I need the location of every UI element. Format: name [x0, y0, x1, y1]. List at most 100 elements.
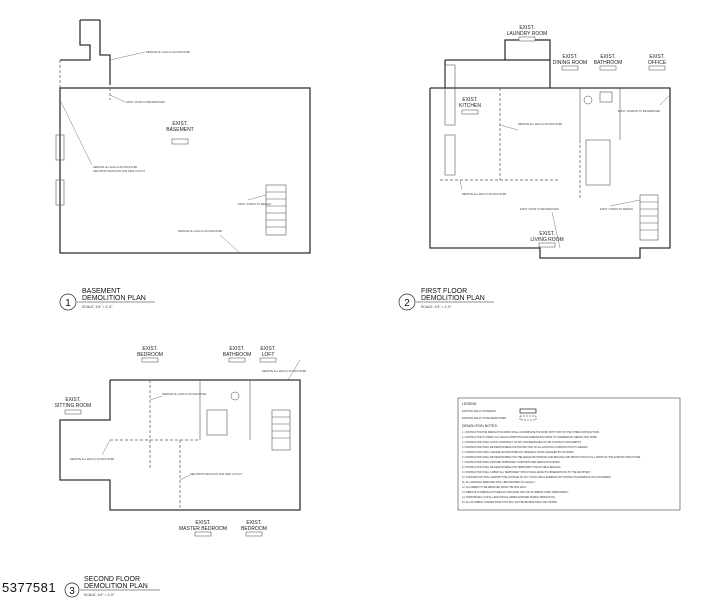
room-name-loft-line1: EXIST. — [260, 346, 275, 352]
note-stairs: EXIST. STAIRS TO REMAIN — [600, 207, 633, 211]
legend-demolished-label: EXISTING WALLS TO BE DEMOLISHED — [462, 417, 506, 420]
demolition-note-item: 2. CONTRACTOR TO VERIFY ALL FIELD CONDIT… — [462, 436, 598, 439]
second-floor-plan: EXIST. BEDROOM EXIST. BATHROOM EXIST. LO… — [55, 346, 306, 598]
note-remove-walls-3: REMOVE ALL WALLS AS INDICATED — [262, 369, 306, 373]
room-name-bathroom-2-line2: BATHROOM — [223, 352, 252, 358]
note-remove-walls: REMOVE ALL WALLS AS INDICATED — [518, 122, 562, 126]
note-exist-window: EXIST. WINDOW TO BE REMOVED — [618, 109, 660, 113]
note-stairs: EXIST. STAIRS TO REMAIN — [238, 202, 271, 206]
room-name-bedroom-2-line1: EXIST. — [246, 520, 261, 526]
plan-title-line1: FIRST FLOOR — [421, 288, 467, 295]
room-name-basement-line1: EXIST. — [172, 121, 187, 127]
plan-title-line1: SECOND FLOOR — [84, 576, 140, 583]
legend-remain-swatch — [519, 408, 537, 414]
note-leader — [459, 179, 463, 191]
demolition-notes-title: DEMOLITION NOTES: — [462, 424, 498, 428]
demolition-note-item: 13. REMOVE PLUMBING FIXTURES AS INDICATE… — [462, 491, 569, 494]
demolition-note-item: 11. ALL MATERIAL REMOVED SHALL BE DISPOS… — [462, 481, 536, 484]
plan-title-line2: DEMOLITION PLAN — [421, 295, 485, 302]
room-name-sitting-line1: EXIST. — [65, 397, 80, 403]
room-name-laundry-line2: LAUNDRY ROOM — [507, 31, 548, 37]
room-tag — [599, 65, 617, 71]
note-leader — [287, 359, 301, 381]
note-exist-door: EXIST. DOOR TO BE REMOVED — [126, 100, 165, 104]
room-name-bedroom-2-line2: BEDROOM — [241, 526, 267, 532]
plan-number-circle — [64, 582, 80, 598]
room-name-dining-line1: EXIST. — [562, 54, 577, 60]
room-tag — [171, 138, 189, 145]
room-name-master-line1: EXIST. — [195, 520, 210, 526]
note-new-layout: SEE PROPOSED PLAN FOR NEW LAYOUT — [93, 169, 145, 173]
note-remove-walls: REMOVE ALL WALLS AS INDICATED — [162, 392, 206, 396]
note-leader — [149, 395, 163, 401]
room-name-bedroom-line2: BEDROOM — [137, 352, 163, 358]
room-name-bedroom-line1: EXIST. — [142, 346, 157, 352]
note-new-layout: SEE PROPOSED PLAN FOR NEW LAYOUT — [190, 472, 242, 476]
room-name-living-line2: LIVING ROOM — [530, 237, 563, 243]
plan-scale: SCALE: 1/4" = 1'-0" — [82, 305, 113, 309]
note-leader — [659, 94, 671, 106]
kitchen-counter — [444, 64, 456, 126]
demolition-note-item: 6. CONTRACTOR SHALL BE RESPONSIBLE FOR T… — [462, 456, 641, 459]
room-name-office-line1: EXIST. — [649, 54, 664, 60]
room-tag — [228, 357, 246, 363]
room-name-dining-line2: DINING ROOM — [553, 60, 587, 66]
plan-title-line2: DEMOLITION PLAN — [82, 295, 146, 302]
room-name-living-line1: EXIST. — [539, 231, 554, 237]
note-leader — [109, 94, 126, 103]
basement-stair-wall — [60, 20, 91, 61]
note-leader — [551, 211, 561, 249]
room-tag — [518, 36, 536, 42]
plan-title-line2: DEMOLITION PLAN — [84, 583, 148, 590]
demolition-notes-list: 1. CONTRACTOR FOR DEMOLITION WORK SHALL … — [462, 431, 641, 504]
demolition-note-item: 15. ALL PLUMBING CONNECTIONS THAT WILL N… — [462, 501, 558, 504]
plan-number-circle — [398, 293, 416, 311]
basement-window-left — [55, 134, 65, 161]
legend-demolished-swatch — [519, 415, 537, 421]
room-tag — [461, 109, 479, 115]
note-leader — [219, 234, 241, 254]
basement-plan: EXIST. BASEMENT REMOVE ALL WALLS AS INDI… — [55, 19, 311, 311]
note-leader — [101, 439, 111, 456]
first-floor-plan: EXIST. LAUNDRY ROOM EXIST. DINI — [398, 25, 671, 311]
toilet-fixture — [583, 95, 593, 105]
room-tag — [141, 357, 159, 363]
basement-stairs — [265, 184, 287, 236]
note-leader — [109, 51, 146, 61]
note-exist-door: EXIST. DOOR TO BE REMOVED — [520, 207, 559, 211]
note-remove-walls-2: REMOVE ALL WALLS AS INDICATED — [462, 192, 506, 196]
basement-window-left-2 — [55, 179, 65, 206]
room-tag — [194, 531, 212, 537]
note-leader — [59, 99, 93, 166]
demolition-note-item: 1. CONTRACTOR FOR DEMOLITION WORK SHALL … — [462, 431, 600, 434]
second-floor-stairs — [271, 409, 291, 451]
plan-number: 1 — [65, 298, 71, 309]
room-tag — [538, 242, 556, 248]
sink-fixture — [599, 91, 613, 103]
basement-outline — [59, 87, 311, 254]
note-remove-walls: REMOVE ALL WALLS AS INDICATED — [146, 50, 190, 54]
first-floor-stairs — [639, 194, 659, 241]
demolition-note-item: 7. CONTRACTOR SHALL PROVIDE TEMPORARY SU… — [462, 461, 561, 464]
plan-title-line1: BASEMENT — [82, 288, 121, 295]
room-name-bathroom-line1: EXIST. — [600, 54, 615, 60]
legend-remain-label: EXISTING WALLS TO REMAIN — [462, 410, 496, 413]
shower-fixture — [585, 139, 611, 186]
kitchen-counter — [444, 134, 456, 176]
demolition-note-item: 12. ALL DEBRIS TO BE REMOVED FROM THE SI… — [462, 486, 527, 489]
note-leader — [499, 124, 519, 131]
tub-fixture — [206, 409, 228, 436]
note-leader — [609, 199, 641, 207]
demolition-note-item: 9. CONTRACTOR SHALL SUBMIT ALL TEMPORARY… — [462, 471, 591, 474]
room-name-bathroom-line2: BATHROOM — [594, 60, 623, 66]
demolition-note-item: 10. CONTRACTOR SHALL REPORT THE FOOTAGE … — [462, 476, 612, 479]
room-name-kitchen-line1: EXIST. — [462, 97, 477, 103]
demolition-note-item: 3. CONTRACTOR SHALL NOTIFY ARCHITECT OF … — [462, 441, 582, 444]
room-name-loft-line2: LOFT — [262, 352, 275, 358]
note-remove-walls-3: REMOVE ALL WALLS AS INDICATED — [178, 229, 222, 233]
second-floor-outline — [59, 379, 301, 511]
room-name-master-line2: MASTER BEDROOM — [179, 526, 227, 532]
legend-panel: LEGEND EXISTING WALLS TO REMAIN EXISTING… — [457, 397, 681, 511]
basement-stair-wall-right — [99, 20, 111, 85]
